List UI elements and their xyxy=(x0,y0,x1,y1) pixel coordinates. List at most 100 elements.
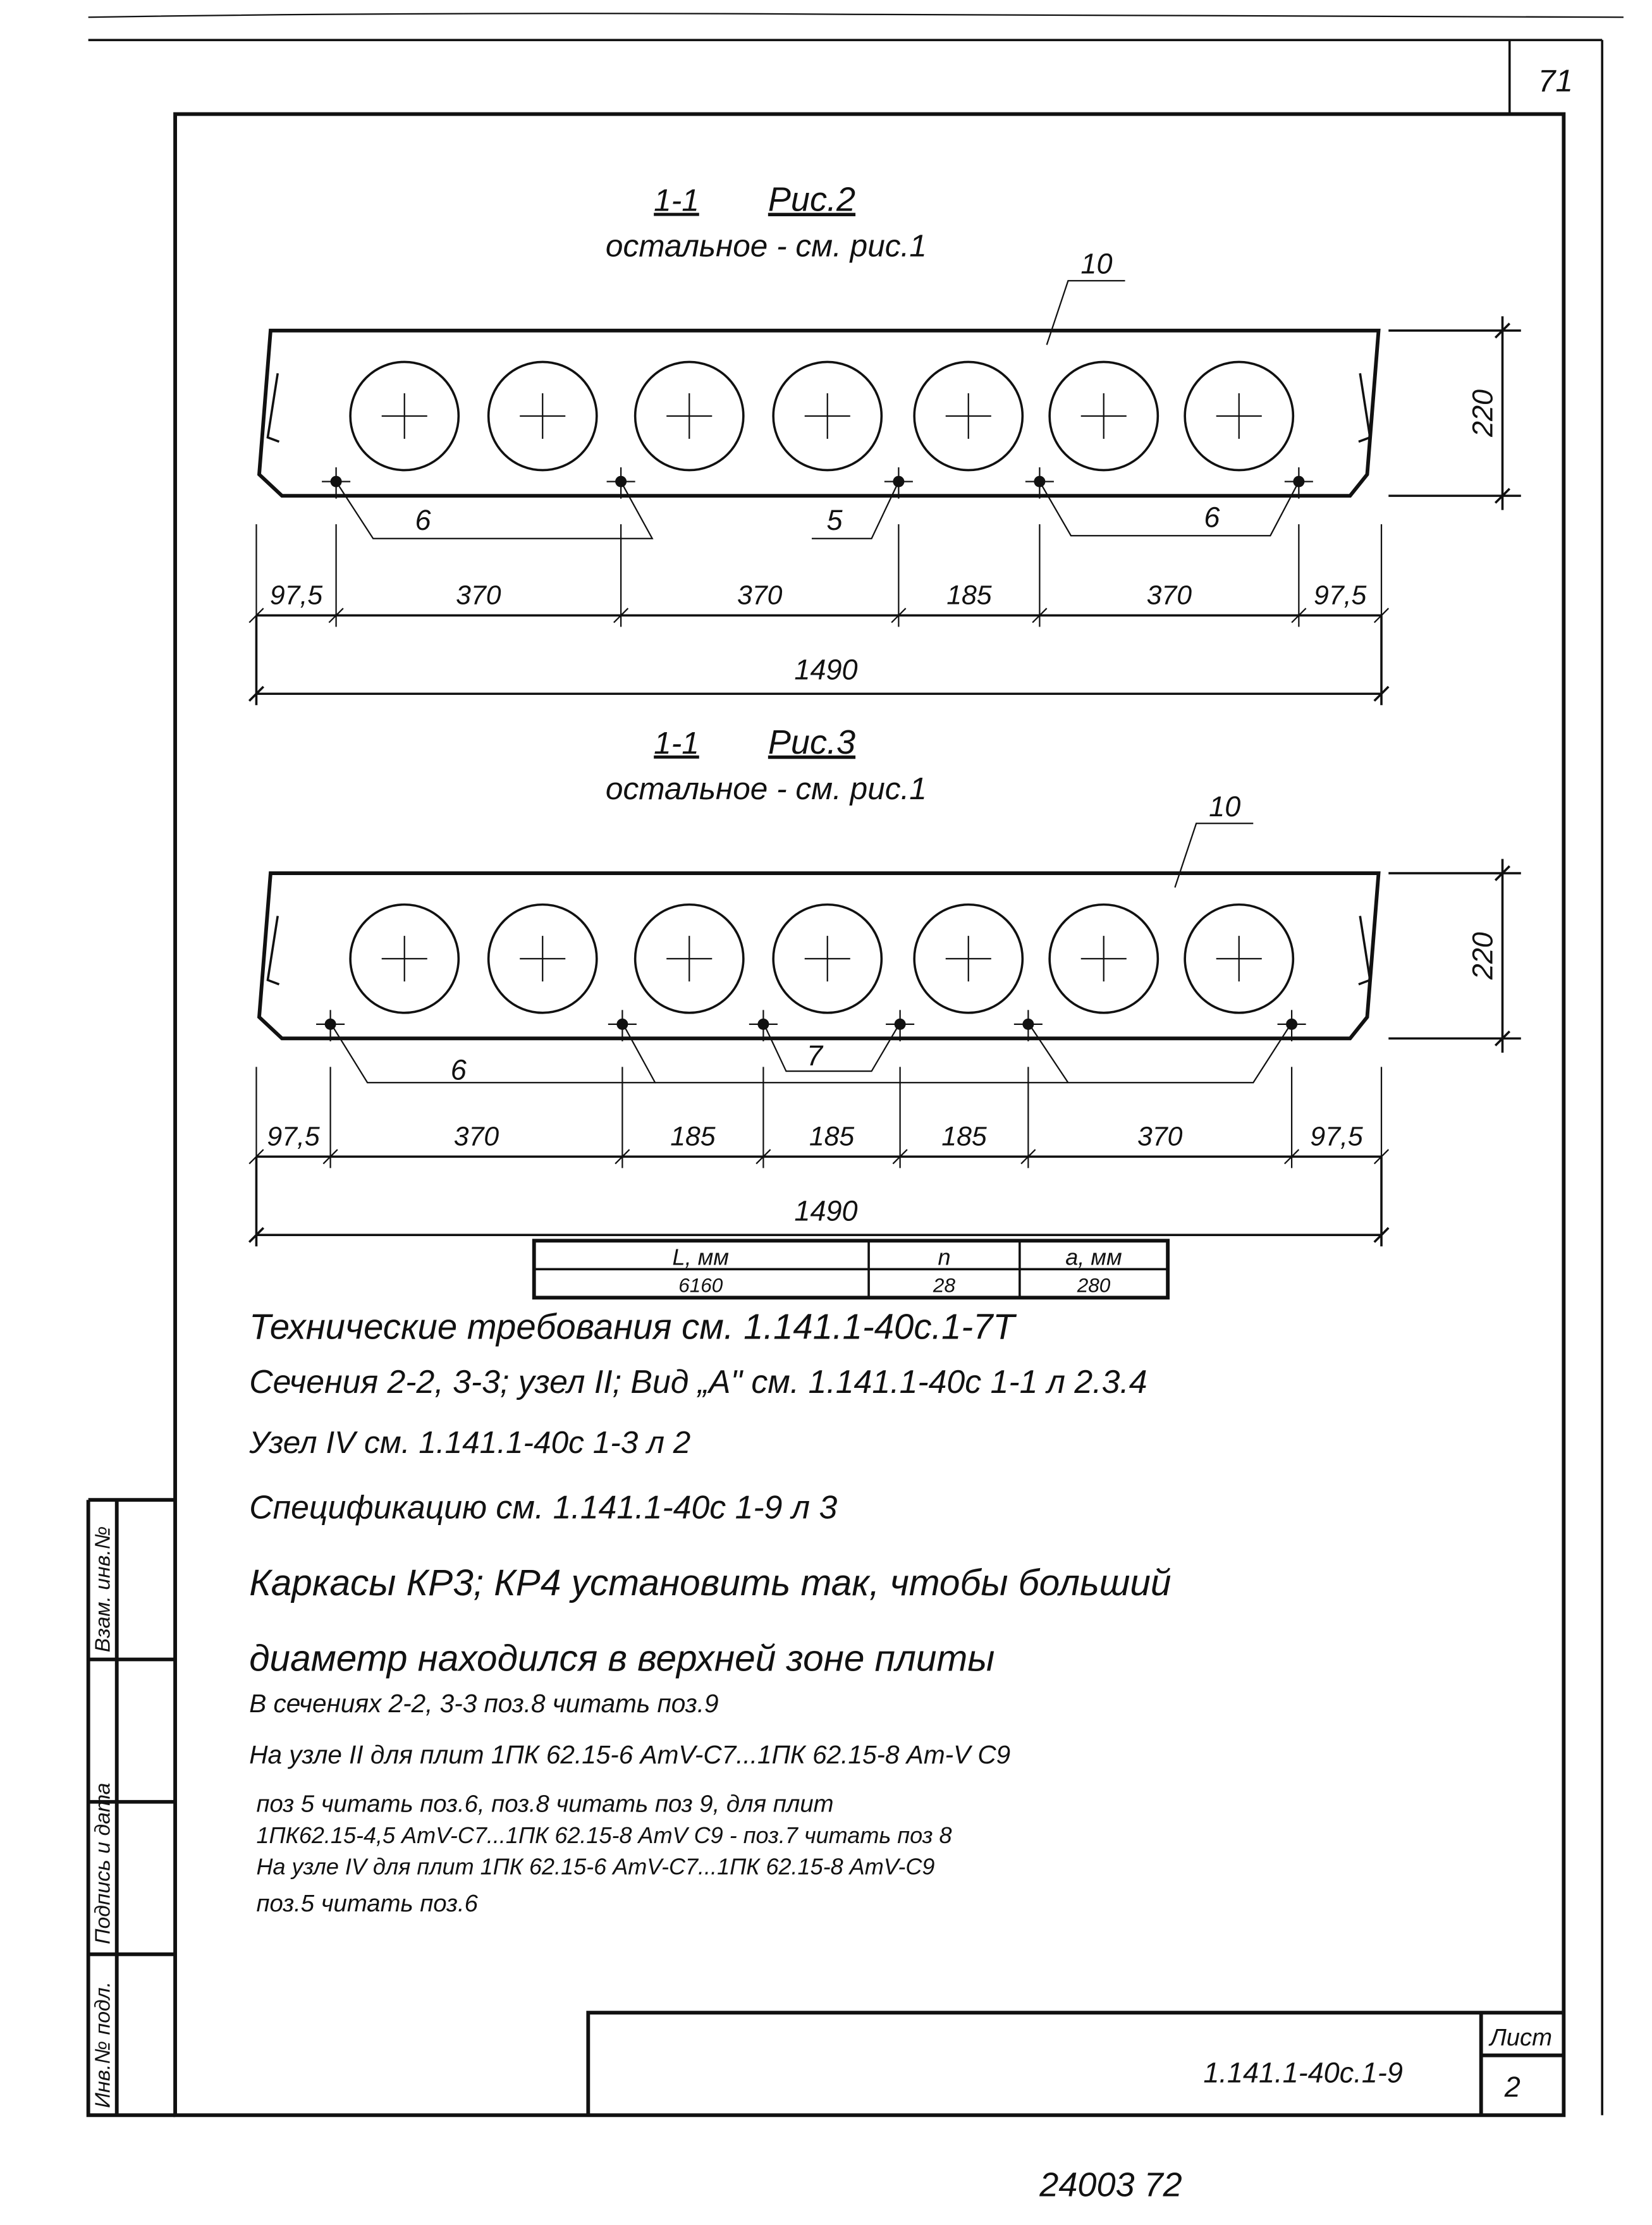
dimension-tick xyxy=(248,524,264,627)
dimension-label: 97,5 xyxy=(1314,580,1366,610)
dimension-label: 370 xyxy=(1147,580,1192,610)
void-circle xyxy=(1048,903,1159,1014)
section-label: 1-1 xyxy=(654,725,699,761)
dimension-tick xyxy=(892,1067,908,1168)
figure-note: остальное - см. рис.1 xyxy=(606,228,927,264)
void-circle xyxy=(487,360,598,472)
leader-label-10: 10 xyxy=(1209,790,1240,823)
document-code: 1.141.1-40с.1-9 xyxy=(1203,2057,1403,2089)
center-cross xyxy=(520,936,566,982)
dimension-tick xyxy=(1284,1067,1300,1168)
rebar-marker xyxy=(322,467,351,499)
dimension-label: 185 xyxy=(946,580,992,610)
figure-title: Рис.2 xyxy=(768,181,855,219)
note-line: поз 5 читать поз.6, поз.8 читать поз 9, … xyxy=(256,1791,833,1818)
note-line: На узле IV для плит 1ПК 62.15-6 АтV-С7..… xyxy=(256,1854,934,1880)
leader-line xyxy=(335,481,654,539)
sheet-label: Лист xyxy=(1488,2024,1552,2051)
slab-outline xyxy=(257,328,1381,498)
note-line: Спецификацию см. 1.141.1-40с 1-9 л 3 xyxy=(249,1488,837,1525)
dimension-tick xyxy=(891,524,907,627)
void-circle xyxy=(349,360,460,472)
rebar-marker xyxy=(886,1010,915,1041)
height-dimension xyxy=(1388,316,1521,510)
leader-label: 5 xyxy=(826,504,843,536)
table-cell: 280 xyxy=(1077,1273,1111,1296)
void-circle xyxy=(633,903,745,1014)
slab-key-grooves xyxy=(266,916,1371,986)
leader-label-10: 10 xyxy=(1080,248,1112,280)
rebar-marker xyxy=(1277,1010,1306,1041)
dimension-tick xyxy=(1373,524,1390,627)
frame xyxy=(173,112,1566,2118)
dimension-tick xyxy=(1373,1067,1390,1168)
slab-key-grooves xyxy=(266,373,1371,443)
dimension-label: 370 xyxy=(456,580,501,610)
dimension-tick xyxy=(322,1067,338,1168)
dimension-label: 370 xyxy=(1137,1121,1183,1151)
center-cross xyxy=(1080,393,1127,439)
leader-line xyxy=(655,1022,1293,1084)
dimension-tick xyxy=(1032,524,1048,627)
void-circle xyxy=(1184,360,1295,472)
dimension-tick xyxy=(1291,524,1307,627)
bottom-number: 24003 72 xyxy=(1039,2166,1182,2204)
table-header-l: L, мм xyxy=(673,1244,730,1270)
dimension-label: 185 xyxy=(941,1121,987,1151)
center-cross xyxy=(666,393,713,439)
sheet-number-top: 71 xyxy=(1538,63,1573,98)
center-cross xyxy=(804,393,850,439)
note-line: Каркасы КР3; КР4 установить так, чтобы б… xyxy=(249,1562,1171,1603)
sheet-value: 2 xyxy=(1504,2071,1520,2103)
dimension-label: 370 xyxy=(454,1121,499,1151)
overall-dimension xyxy=(248,615,1390,706)
center-cross xyxy=(1080,936,1127,982)
leader-label: 7 xyxy=(807,1039,824,1072)
dimension-label: 97,5 xyxy=(267,1121,319,1151)
leader-line xyxy=(1046,279,1125,345)
center-cross xyxy=(520,393,566,439)
table-header-n: n xyxy=(938,1244,950,1270)
stamp-signature-label: Подпись и дата xyxy=(90,1783,114,1944)
center-cross xyxy=(381,936,427,982)
table-header-a: a, мм xyxy=(1065,1244,1122,1270)
section-label: 1-1 xyxy=(654,183,699,218)
note-line: Сечения 2-2, 3-3; узел II; Вид „А" см. 1… xyxy=(249,1363,1147,1400)
overall-dimension-label: 1490 xyxy=(794,654,857,686)
center-cross xyxy=(666,936,713,982)
dimension-tick xyxy=(1020,1067,1036,1168)
dimension-tick xyxy=(756,1067,771,1168)
center-cross xyxy=(804,936,850,982)
dimension-label: 185 xyxy=(670,1121,716,1151)
note-line: На узле II для плит 1ПК 62.15-6 АтV-С7..… xyxy=(249,1740,1010,1769)
note-line: Технические требования см. 1.141.1-40с.1… xyxy=(249,1307,1017,1347)
center-cross xyxy=(945,936,991,982)
dimension-label: 97,5 xyxy=(1310,1121,1362,1151)
table-cell: 6160 xyxy=(678,1273,723,1296)
dimension-tick xyxy=(613,524,629,627)
void-circle xyxy=(633,360,745,472)
leader-line xyxy=(811,481,900,539)
leader-line xyxy=(762,1022,901,1072)
top-edge xyxy=(88,13,1624,18)
slab-outline xyxy=(257,871,1381,1041)
height-dimension-label: 220 xyxy=(1467,932,1499,980)
table-cell: 28 xyxy=(933,1273,956,1296)
rebar-marker xyxy=(316,1010,345,1041)
void-circle xyxy=(349,903,460,1014)
center-cross xyxy=(1216,936,1262,982)
rebar-marker xyxy=(1013,1010,1043,1041)
leader-label: 6 xyxy=(415,504,431,536)
note-line: Узел IV см. 1.141.1-40с 1-3 л 2 xyxy=(248,1425,690,1460)
dimension-label: 97,5 xyxy=(270,580,322,610)
void-circle xyxy=(772,360,883,472)
dimension-label: 185 xyxy=(809,1121,855,1151)
void-circle xyxy=(487,903,598,1014)
dimension-tick xyxy=(615,1067,630,1168)
stamp-replace-label: Взам. инв.№ xyxy=(90,1526,114,1652)
void-circle xyxy=(772,903,883,1014)
